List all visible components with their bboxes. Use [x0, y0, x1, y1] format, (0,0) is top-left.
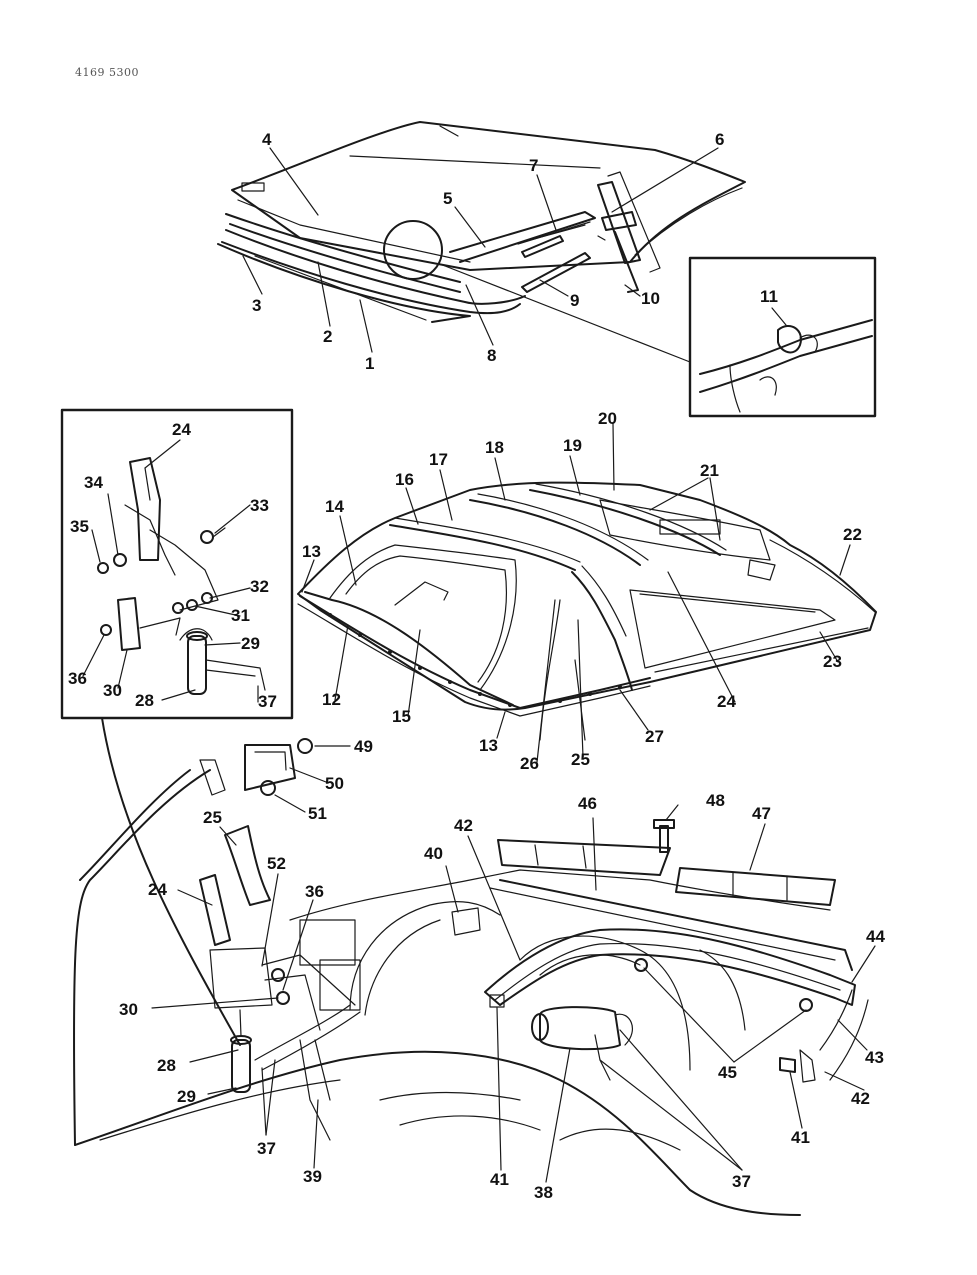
- callout-16: 16: [395, 470, 414, 489]
- soft-top-assembly: [297, 423, 877, 763]
- callout-15: 15: [392, 707, 411, 726]
- callout-29-bottom: 29: [177, 1087, 196, 1106]
- callout-33: 33: [250, 496, 269, 515]
- callout-25-mid: 25: [571, 750, 590, 769]
- callout-24-box: 24: [172, 420, 191, 439]
- callout-47: 47: [752, 804, 771, 823]
- callout-36-bottom: 36: [305, 882, 324, 901]
- callout-26: 26: [520, 754, 539, 773]
- callout-31: 31: [231, 606, 250, 625]
- callout-49: 49: [354, 737, 373, 756]
- callout-35: 35: [70, 517, 89, 536]
- callout-13-top: 13: [302, 542, 321, 561]
- callout-42-bottom: 42: [851, 1089, 870, 1108]
- callout-51: 51: [308, 804, 327, 823]
- callout-41-right: 41: [791, 1128, 810, 1147]
- callout-27: 27: [645, 727, 664, 746]
- callout-52: 52: [267, 854, 286, 873]
- callout-7: 7: [529, 156, 539, 175]
- callout-6: 6: [715, 130, 725, 149]
- callout-37-left: 37: [257, 1139, 276, 1158]
- callout-30-bottom: 30: [119, 1000, 138, 1019]
- callout-2: 2: [323, 327, 333, 346]
- callout-25-bottom: 25: [203, 808, 222, 827]
- callout-32: 32: [250, 577, 269, 596]
- callout-38: 38: [534, 1183, 553, 1202]
- callout-48: 48: [706, 791, 725, 810]
- callout-28-box: 28: [135, 691, 154, 710]
- callout-24-bottom: 24: [148, 880, 167, 899]
- callout-8: 8: [487, 346, 497, 365]
- callout-28-bottom: 28: [157, 1056, 176, 1075]
- callout-14: 14: [325, 497, 344, 516]
- callout-45: 45: [718, 1063, 737, 1082]
- callout-29-box: 29: [241, 634, 260, 653]
- callout-23: 23: [823, 652, 842, 671]
- callout-12: 12: [322, 690, 341, 709]
- callout-9: 9: [570, 291, 580, 310]
- callout-20: 20: [598, 409, 617, 428]
- detail-box-latch: [60, 408, 294, 1046]
- callout-34: 34: [84, 473, 103, 492]
- callout-37-right: 37: [732, 1172, 751, 1191]
- body-and-mechanism: [72, 738, 876, 1216]
- callout-1: 1: [365, 354, 375, 373]
- callout-10: 10: [641, 289, 660, 308]
- callout-17: 17: [429, 450, 448, 469]
- callout-50: 50: [325, 774, 344, 793]
- callout-3: 3: [252, 296, 262, 315]
- callout-37-box: 37: [258, 692, 277, 711]
- callout-18: 18: [485, 438, 504, 457]
- callout-44: 44: [866, 927, 885, 946]
- callout-30-box: 30: [103, 681, 122, 700]
- callout-11: 11: [760, 287, 778, 306]
- callout-22: 22: [843, 525, 862, 544]
- callout-21: 21: [700, 461, 719, 480]
- callout-46: 46: [578, 794, 597, 813]
- callout-5: 5: [443, 189, 453, 208]
- callout-24-mid: 24: [717, 692, 736, 711]
- callout-36-box: 36: [68, 669, 87, 688]
- callout-43: 43: [865, 1048, 884, 1067]
- callout-13-bottom: 13: [479, 736, 498, 755]
- callout-39: 39: [303, 1167, 322, 1186]
- callout-41-center: 41: [490, 1170, 509, 1189]
- hard-top-assembly: [217, 121, 746, 363]
- callout-4: 4: [262, 130, 272, 149]
- document-code: 4169 5300: [75, 66, 139, 79]
- callout-40: 40: [424, 844, 443, 863]
- detail-box-11: [688, 256, 877, 418]
- callout-19: 19: [563, 436, 582, 455]
- callout-42-top: 42: [454, 816, 473, 835]
